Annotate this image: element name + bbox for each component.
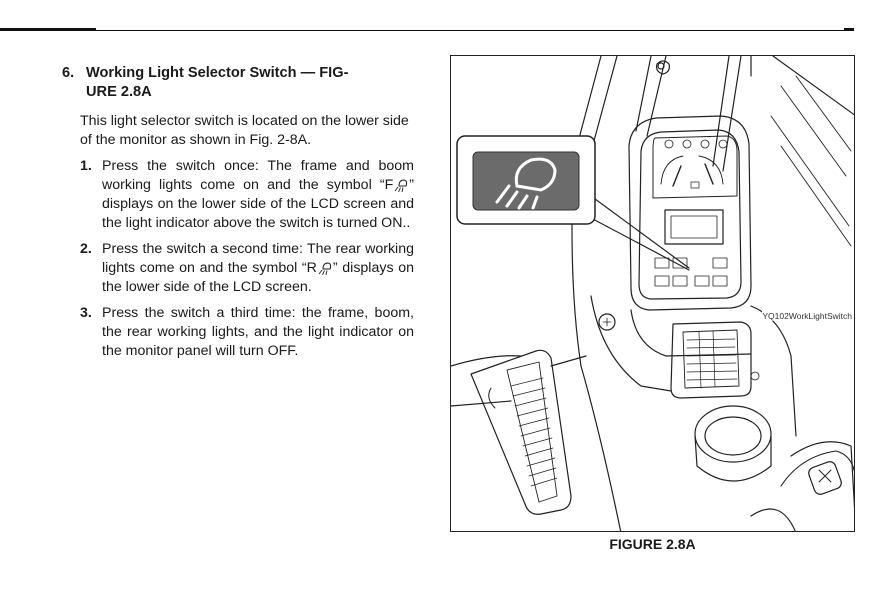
section-number: 6. bbox=[62, 65, 75, 81]
step-2: 2. Press the switch a second time: The re… bbox=[80, 240, 414, 297]
work-light-icon bbox=[495, 157, 557, 210]
header-rule-end bbox=[844, 28, 854, 31]
step-text-cont: ” displays on the lower side of the LCD … bbox=[102, 177, 414, 231]
cab-line-drawing bbox=[451, 56, 854, 531]
section-title-line1: Working Light Selector Switch — FIG- bbox=[86, 65, 349, 81]
section-title-line2: URE 2.8A bbox=[86, 84, 152, 100]
header-rule-thick bbox=[0, 28, 96, 31]
figure-caption: FIGURE 2.8A bbox=[609, 536, 696, 552]
light-symbol-icon bbox=[394, 179, 408, 192]
header-rule bbox=[96, 29, 844, 31]
step-1: 1. Press the switch once: The frame and b… bbox=[80, 157, 414, 233]
step-text: Press the switch once: The frame and boo… bbox=[102, 158, 414, 193]
callout-button bbox=[472, 151, 580, 211]
step-3: 3. Press the switch a third time: the fra… bbox=[80, 304, 414, 361]
step-text: Press the switch a second time: The rear… bbox=[102, 241, 414, 276]
text-column: 6. Working Light Selector Switch — FIG- U… bbox=[62, 64, 414, 361]
step-text: Press the switch a third time: the frame… bbox=[102, 305, 414, 359]
section-heading: 6. Working Light Selector Switch — FIG- U… bbox=[62, 64, 414, 102]
step-text-cont: ” displays on the lower side of the LCD … bbox=[102, 260, 414, 295]
step-number: 1. bbox=[80, 158, 92, 174]
figure-image-id: YQ102WorkLightSwitch bbox=[762, 311, 852, 321]
step-number: 2. bbox=[80, 241, 92, 257]
figure-illustration: YQ102WorkLightSwitch bbox=[450, 55, 855, 532]
step-number: 3. bbox=[80, 305, 92, 321]
light-symbol-icon bbox=[318, 262, 332, 275]
intro-paragraph: This light selector switch is located on… bbox=[80, 113, 409, 148]
